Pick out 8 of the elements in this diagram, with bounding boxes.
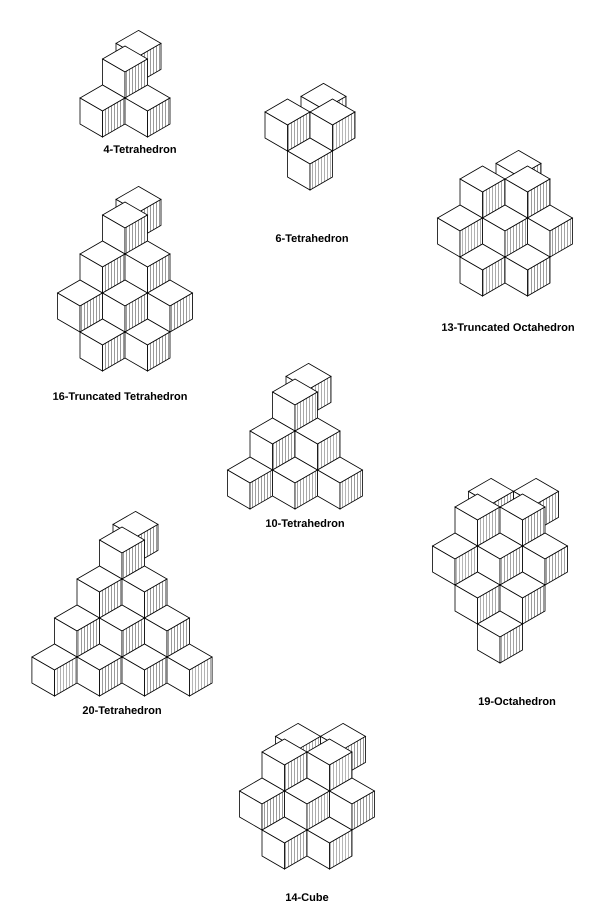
caption: 6-Tetrahedron	[276, 234, 348, 242]
caption: 13-Truncated Octahedron	[442, 322, 574, 332]
caption: 19-Octahedron	[478, 696, 556, 706]
caption: 14-Cube	[286, 892, 328, 902]
caption: 20-Tetrahedron	[82, 706, 161, 714]
caption: 10-Tetrahedron	[266, 518, 344, 528]
caption: 16-Truncated Tetrahedron	[53, 392, 187, 400]
caption: 4-Tetrahedron	[104, 144, 176, 154]
